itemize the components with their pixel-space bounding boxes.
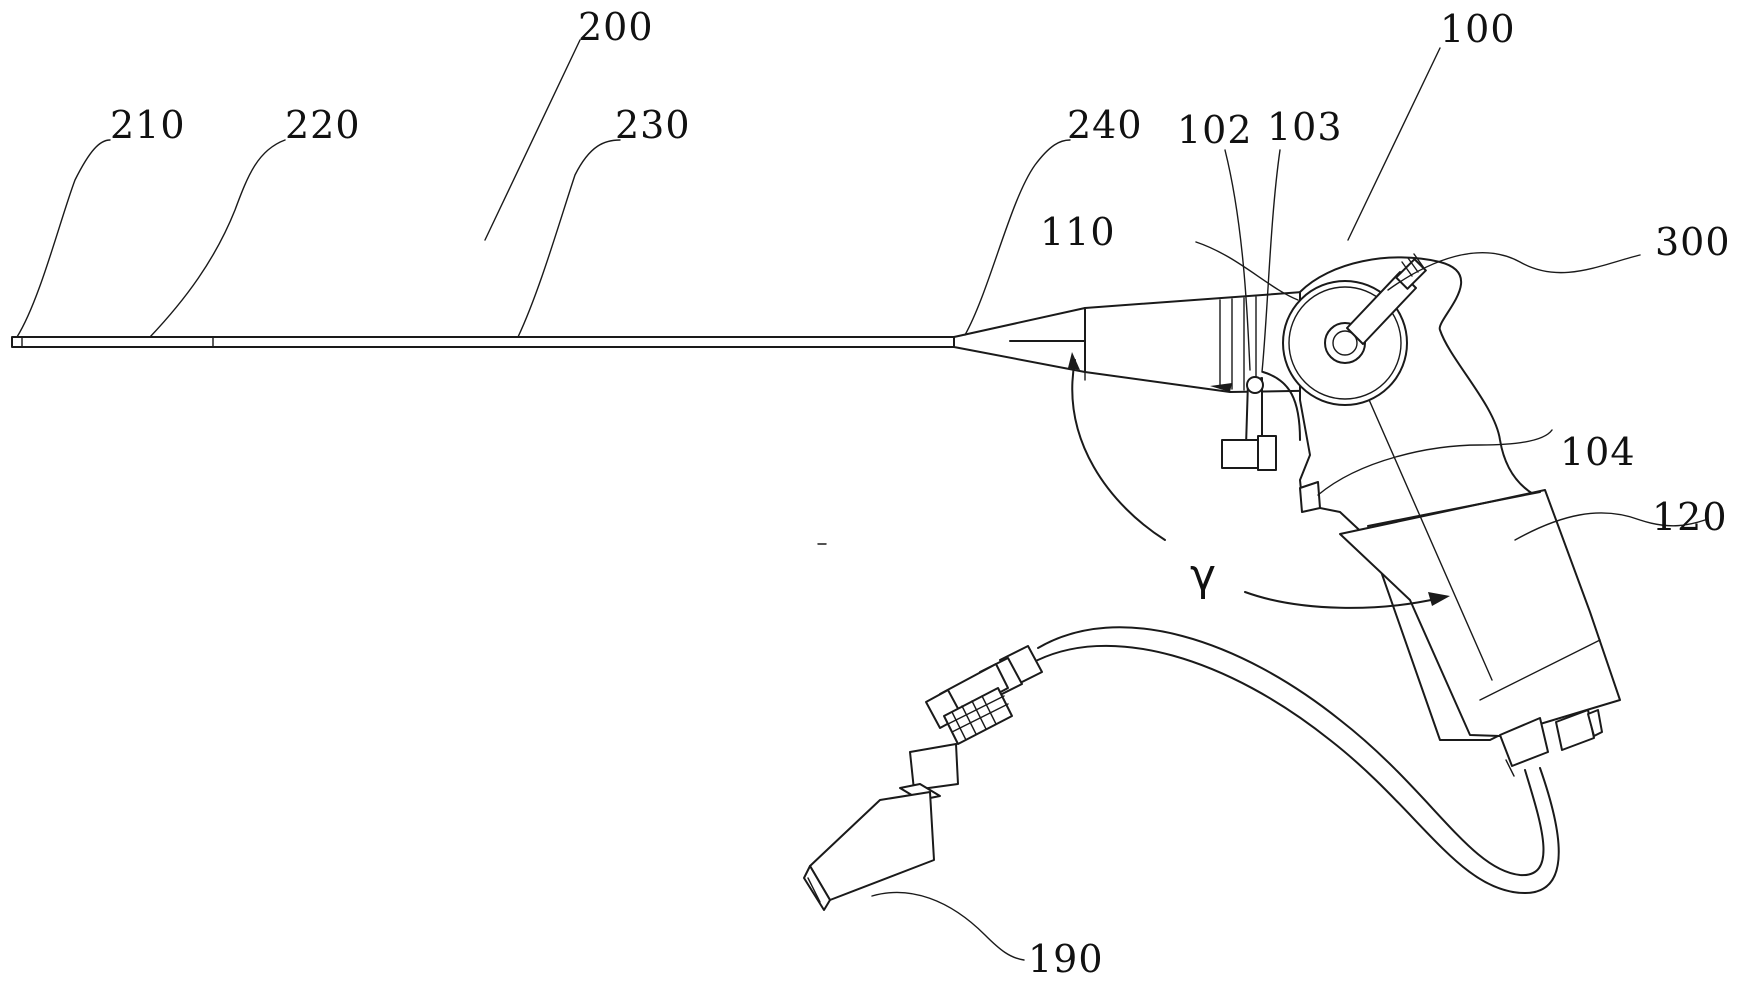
insertion-tube bbox=[11, 336, 955, 348]
reference-numerals: 200 100 210 220 230 240 102 103 110 300 … bbox=[110, 5, 1731, 981]
label-110: 110 bbox=[1040, 210, 1116, 254]
connector-plug bbox=[803, 645, 1043, 911]
cable bbox=[1029, 626, 1560, 894]
label-240: 240 bbox=[1067, 103, 1143, 147]
label-103: 103 bbox=[1267, 105, 1343, 149]
label-300: 300 bbox=[1655, 220, 1731, 264]
label-220: 220 bbox=[285, 103, 361, 147]
label-210: 210 bbox=[110, 103, 186, 147]
angle-gamma: γ bbox=[1068, 307, 1450, 609]
side-ports bbox=[1210, 371, 1321, 513]
label-gamma: γ bbox=[1190, 550, 1216, 601]
label-200: 200 bbox=[578, 5, 654, 49]
rotary-wheel bbox=[1282, 253, 1427, 406]
label-102: 102 bbox=[1177, 108, 1253, 152]
label-100: 100 bbox=[1440, 7, 1516, 51]
label-190: 190 bbox=[1028, 937, 1104, 981]
label-104: 104 bbox=[1560, 430, 1636, 474]
leader-lines bbox=[16, 39, 1706, 961]
label-120: 120 bbox=[1652, 495, 1728, 539]
label-230: 230 bbox=[615, 103, 691, 147]
